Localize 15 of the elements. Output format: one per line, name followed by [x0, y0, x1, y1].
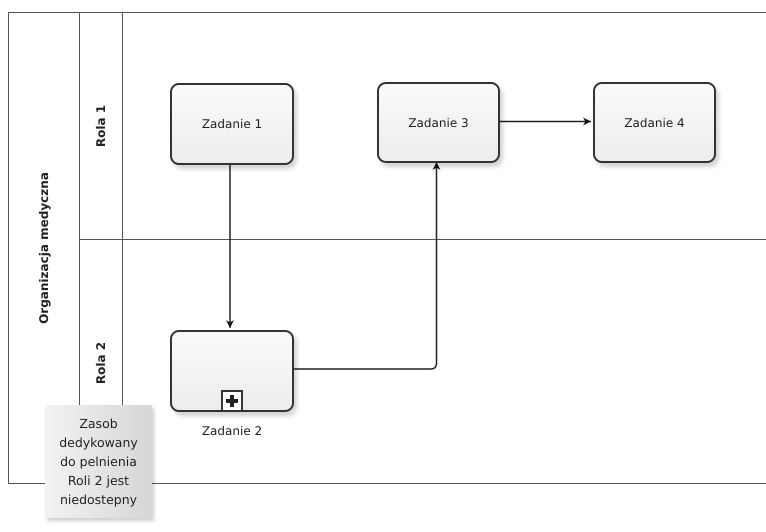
lane-label: Rola 1: [94, 104, 108, 148]
note-card: [45, 405, 152, 518]
task-box: [377, 82, 500, 163]
task-label: Zadanie 2: [200, 424, 264, 438]
lane-label: Rola 2: [94, 341, 108, 384]
task-label: Zadanie 1: [202, 117, 262, 131]
task-box: [170, 83, 294, 165]
sequence-flow-arrow: [292, 162, 440, 370]
pool-label: Organizacja medyczna: [37, 172, 51, 324]
task-box: [593, 82, 716, 163]
sequence-flow-arrow: [226, 164, 234, 328]
task-label: Zadanie 3: [408, 116, 469, 130]
task-label: Zadanie 4: [624, 116, 685, 130]
note-text: Zasob dedykowany do pelnienia Roli 2 jest niedostepny: [58, 415, 139, 509]
sequence-flow-arrow: [498, 118, 591, 126]
